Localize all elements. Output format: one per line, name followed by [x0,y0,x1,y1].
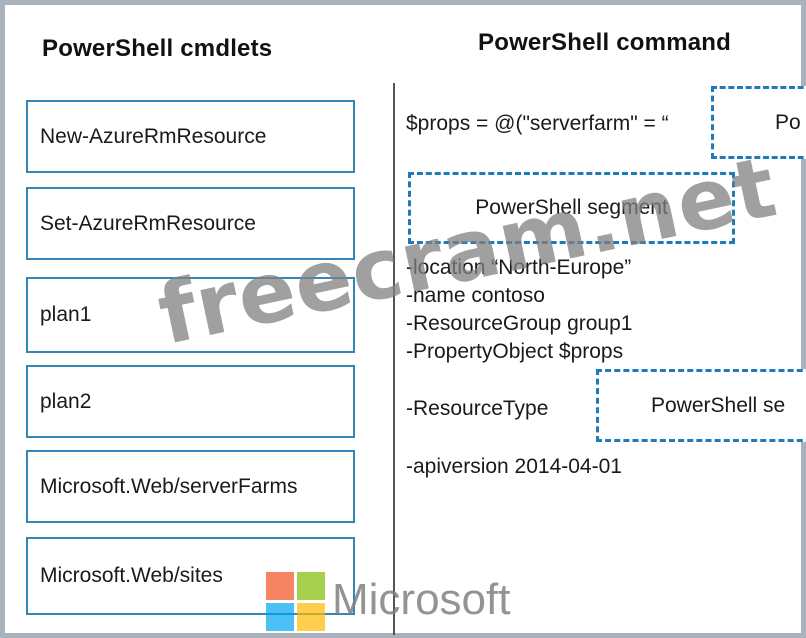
answer-target-cmdlet[interactable]: PowerShell segment [408,172,735,244]
cmdlet-option-label: plan1 [40,303,92,326]
cmdlets-heading: PowerShell cmdlets [42,35,273,62]
cmdlet-option-label: Set-AzureRmResource [40,211,256,235]
cmdlet-option-set-azurermresource[interactable]: Set-AzureRmResource [26,187,355,260]
cmdlet-option-sites[interactable]: Microsoft.Web/sites [26,537,355,615]
command-heading: PowerShell command [478,29,731,56]
param-location: -location “North-Europe” [406,256,632,279]
cmdlet-option-label: Microsoft.Web/sites [40,564,223,587]
panel-divider [393,83,395,635]
cmdlet-option-plan2[interactable]: plan2 [26,365,355,438]
param-resource-type: -ResourceType [406,397,549,420]
cmdlet-option-serverfarms[interactable]: Microsoft.Web/serverFarms [26,450,355,523]
answer-target-placeholder: Po [775,110,801,134]
param-name: -name contoso [406,284,545,307]
param-apiversion: -apiversion 2014-04-01 [406,455,622,478]
answer-target-resource-type[interactable]: PowerShell se [596,369,806,442]
answer-target-serverfarm[interactable]: Po [711,86,806,159]
cmdlet-option-plan1[interactable]: plan1 [26,277,355,353]
cmdlet-option-label: plan2 [40,389,92,413]
param-resource-group: -ResourceGroup group1 [406,312,633,335]
cmdlet-option-label: Microsoft.Web/serverFarms [40,474,298,498]
param-property-object: -PropertyObject $props [406,340,624,363]
props-line: $props = @("serverfarm" = “ [406,112,669,135]
cmdlet-option-label: New-AzureRmResource [40,124,267,148]
cmdlet-option-new-azurermresource[interactable]: New-AzureRmResource [26,100,355,173]
answer-target-placeholder: PowerShell segment [475,196,668,219]
answer-target-placeholder: PowerShell se [651,393,786,417]
